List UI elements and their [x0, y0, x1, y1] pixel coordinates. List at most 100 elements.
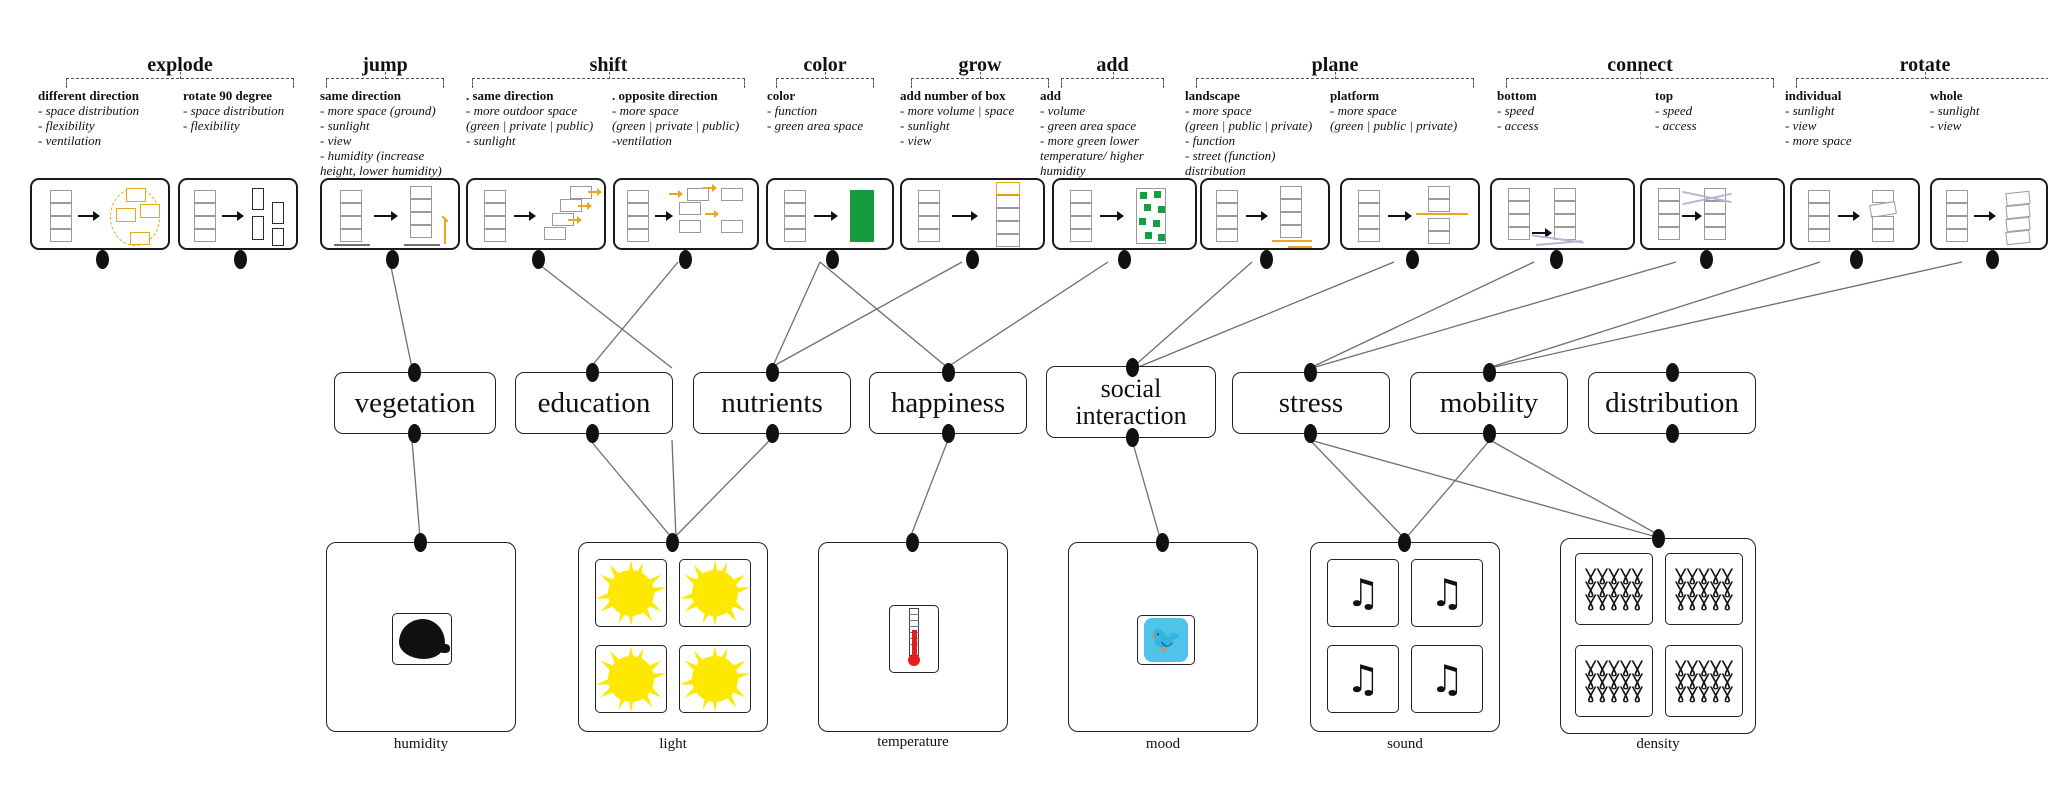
subgroup-line: - function: [1185, 133, 1236, 148]
subgroup-line: - access: [1497, 118, 1539, 133]
concept-education[interactable]: education: [515, 372, 673, 434]
sound-cell: ♫: [1327, 559, 1399, 627]
sensor-humidity[interactable]: [326, 542, 516, 732]
sensor-label-density: density: [1636, 736, 1680, 752]
subgroup-line: - speed: [1497, 103, 1535, 118]
operation-card-connect-top[interactable]: [1640, 178, 1785, 269]
concept-label: happiness: [890, 386, 1006, 419]
concept-mobility[interactable]: mobility: [1410, 372, 1568, 434]
operation-card-explode-different-direction[interactable]: [30, 178, 170, 269]
operation-card-rotate-individual[interactable]: [1790, 178, 1920, 269]
subgroup-line: - street (function): [1185, 148, 1276, 163]
operation-card-shift-same-direction[interactable]: [466, 178, 606, 269]
operation-card-connect-bottom[interactable]: [1490, 178, 1635, 269]
card-knob: [1700, 250, 1713, 269]
subgroup-rotate-individual: individual - sunlight - view - more spac…: [1785, 88, 1915, 148]
sensor-knob: [1156, 533, 1169, 552]
operation-card-explode-rotate-90[interactable]: [178, 178, 298, 269]
subgroup-shift-same-direction: . same direction - more outdoor space (g…: [466, 88, 609, 148]
subgroup-line: - green area space: [1040, 118, 1137, 133]
concept-label: vegetation: [354, 386, 476, 419]
subgroup-head: . opposite direction: [612, 88, 718, 103]
subgroup-line: - view: [1930, 118, 1962, 133]
sensor-knob: [1652, 529, 1665, 548]
card-knob: [386, 250, 399, 269]
concept-knob: [1483, 363, 1496, 382]
concept-knob: [586, 363, 599, 382]
subgroup-connect-bottom: bottom - speed - access: [1497, 88, 1627, 133]
subgroup-line: - humidity (increase: [320, 148, 425, 163]
subgroup-head: color: [767, 88, 796, 103]
subgroup-line: - function: [767, 103, 818, 118]
operation-card-add[interactable]: [1052, 178, 1197, 269]
subgroup-line: (green | private | public): [612, 118, 740, 133]
subgroup-line: - sunlight: [1930, 103, 1980, 118]
subgroup-line: - view: [1785, 118, 1817, 133]
music-note-icon: ♫: [1345, 571, 1381, 615]
card-knob: [679, 250, 692, 269]
humidity-inner-frame: [392, 613, 452, 665]
light-cell: [679, 645, 751, 713]
sensor-temperature[interactable]: [818, 542, 1008, 732]
subgroup-line: - sunlight: [1785, 103, 1835, 118]
sensor-light[interactable]: [578, 542, 768, 732]
sensor-knob: [906, 533, 919, 552]
concept-stress[interactable]: stress: [1232, 372, 1390, 434]
concept-knob: [1304, 424, 1317, 443]
sun-icon: [608, 570, 654, 616]
subgroup-line: - space distribution: [183, 103, 285, 118]
concept-distribution[interactable]: distribution: [1588, 372, 1756, 434]
concept-knob: [1126, 428, 1139, 447]
subgroup-head: bottom: [1497, 88, 1537, 103]
light-cell: [595, 645, 667, 713]
card-knob: [96, 250, 109, 269]
group-bracket: [472, 72, 745, 88]
sensor-sound[interactable]: ♫ ♫ ♫ ♫: [1310, 542, 1500, 732]
sensor-mood[interactable]: 🐦: [1068, 542, 1258, 732]
subgroup-line: - flexibility: [38, 118, 95, 133]
subgroup-rotate-whole: whole - sunlight - view: [1930, 88, 2048, 133]
music-note-icon: ♫: [1345, 657, 1381, 701]
concept-knob: [1666, 363, 1679, 382]
operation-card-color[interactable]: [766, 178, 894, 269]
concept-knob: [408, 363, 421, 382]
subgroup-head: add number of box: [900, 88, 1006, 103]
subgroup-line: - flexibility: [183, 118, 240, 133]
subgroup-line: - sunlight: [466, 133, 516, 148]
operation-card-grow-add-number-of-box[interactable]: [900, 178, 1045, 269]
concept-knob: [942, 424, 955, 443]
operation-card-jump-same-direction[interactable]: [320, 178, 460, 269]
sensor-knob: [666, 533, 679, 552]
operation-card-shift-opposite-direction[interactable]: [613, 178, 759, 269]
group-title: explode: [147, 54, 213, 76]
subgroup-line: - more space: [1330, 103, 1397, 118]
card-knob: [1550, 250, 1563, 269]
group-title: rotate: [1899, 54, 1951, 76]
operation-card-plane-landscape[interactable]: [1200, 178, 1330, 269]
humidity-blob-icon: [399, 619, 450, 659]
subgroup-line: - sunlight: [900, 118, 950, 133]
operation-card-plane-platform[interactable]: [1340, 178, 1480, 269]
concept-nutrients[interactable]: nutrients: [693, 372, 851, 434]
subgroup-head: platform: [1330, 88, 1380, 103]
subgroup-line: (green | public | private): [1330, 118, 1458, 133]
subgroup-head: individual: [1785, 88, 1842, 103]
card-knob: [1850, 250, 1863, 269]
operation-card-rotate-whole[interactable]: [1930, 178, 2048, 269]
card-knob: [234, 250, 247, 269]
sensor-label-sound: sound: [1387, 736, 1423, 752]
card-knob: [826, 250, 839, 269]
sound-cell: ♫: [1411, 559, 1483, 627]
concept-knob: [766, 424, 779, 443]
light-cell: [679, 559, 751, 627]
subgroup-line: temperature/ higher: [1040, 148, 1144, 163]
group-title: shift: [589, 54, 628, 76]
subgroup-line: (green | private | public): [466, 118, 594, 133]
group-bracket: [1796, 72, 2048, 88]
green-block: [850, 190, 874, 242]
concept-vegetation[interactable]: vegetation: [334, 372, 496, 434]
